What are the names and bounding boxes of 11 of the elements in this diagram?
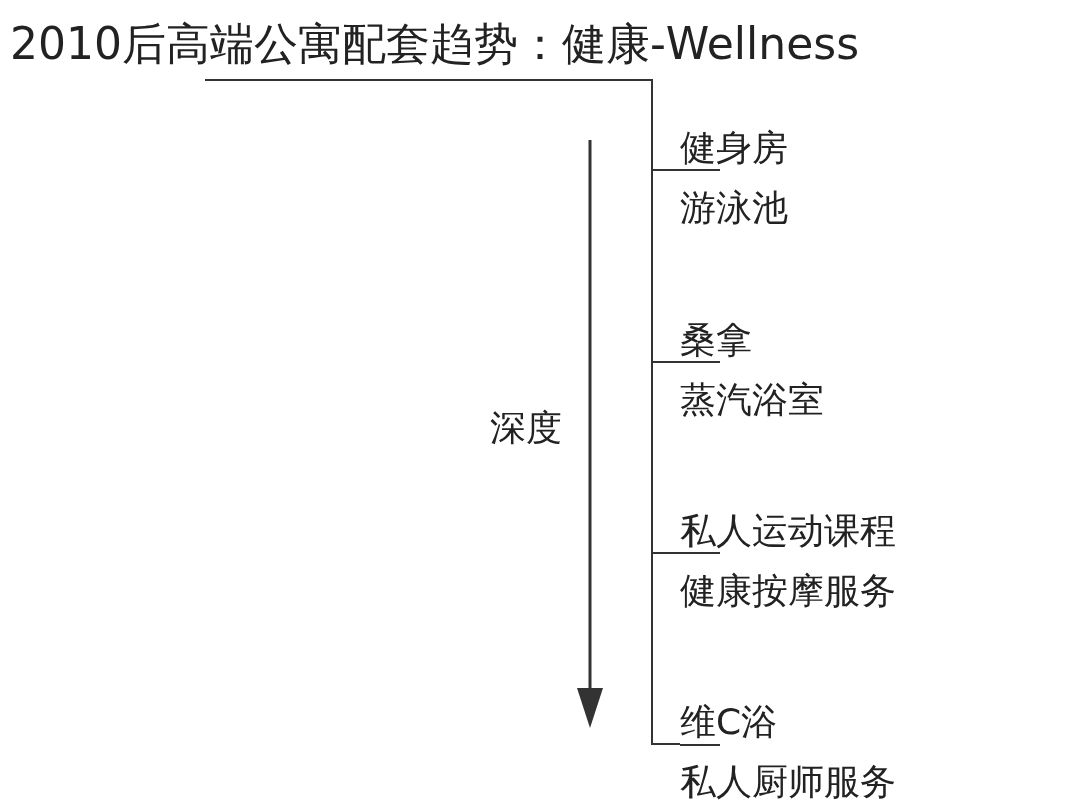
item-text: 游泳池 (680, 190, 788, 226)
item-text: 维C浴 (680, 704, 778, 740)
item-text: 私人运动课程 (680, 513, 896, 549)
item-text: 健身房 (680, 130, 788, 166)
item-text: 蒸汽浴室 (680, 382, 824, 418)
connector-line (204, 79, 681, 745)
item-text: 私人厨师服务 (680, 764, 896, 800)
axis-label: 深度 (490, 410, 562, 446)
title-text: 2010后高端公寓配套趋势：健康-Wellness (10, 22, 860, 66)
item-text: 健康按摩服务 (680, 573, 896, 609)
item-text: 桑拿 (680, 322, 752, 358)
